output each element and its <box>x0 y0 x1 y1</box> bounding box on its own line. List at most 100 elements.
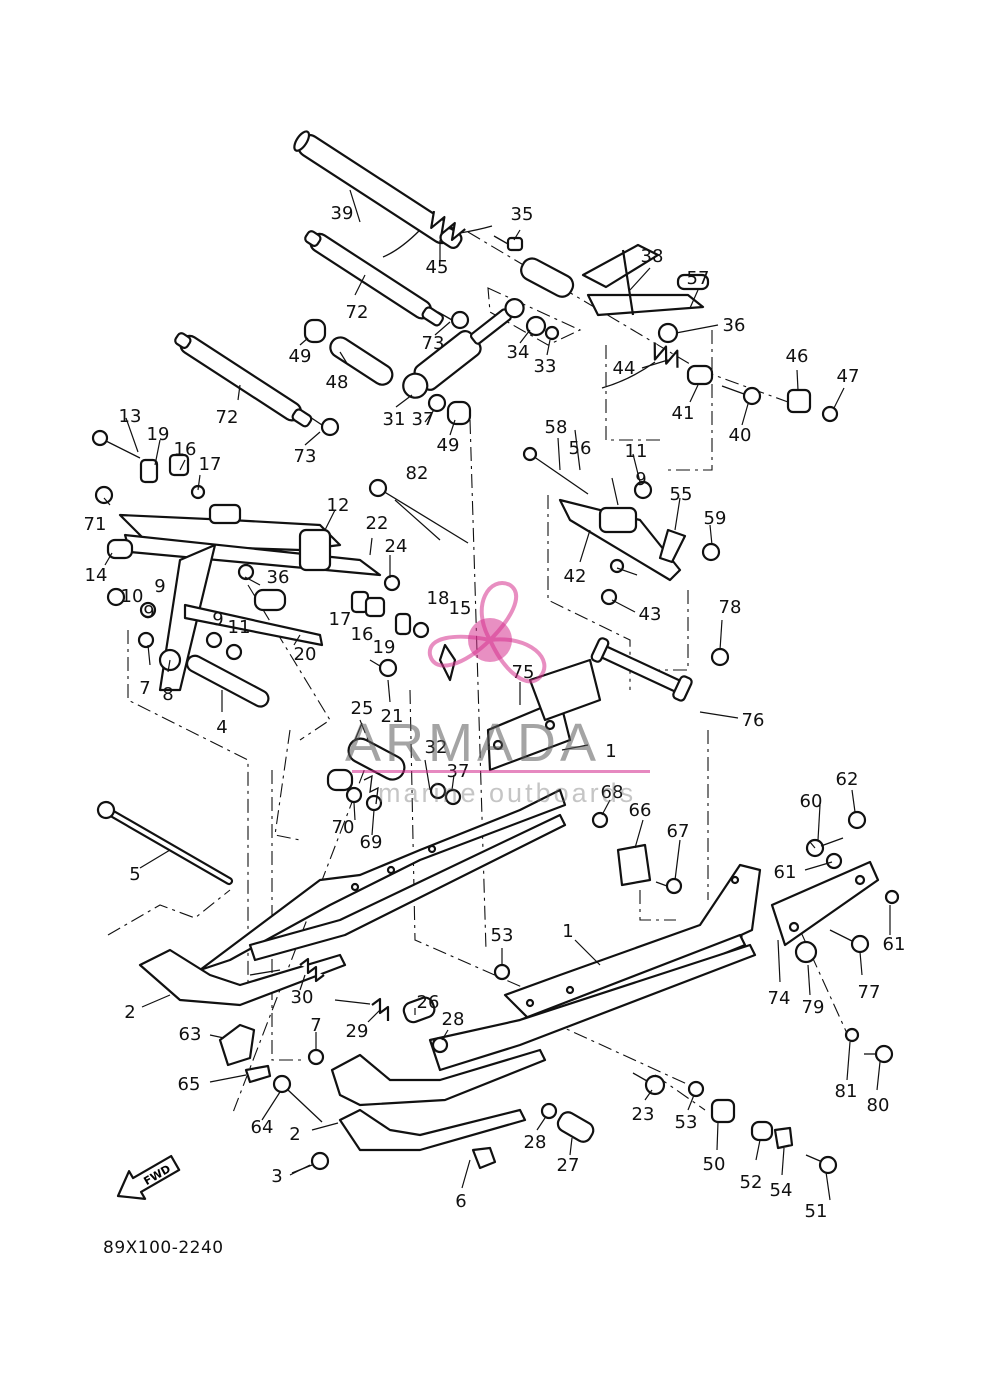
callout-79: 79 <box>802 997 825 1018</box>
callout-12: 12 <box>327 495 350 516</box>
callout-54: 54 <box>770 1180 793 1201</box>
callout-9: 9 <box>212 609 223 630</box>
callout-20: 20 <box>294 644 317 665</box>
callout-67: 67 <box>667 821 690 842</box>
callout-5: 5 <box>129 864 140 885</box>
callout-8: 8 <box>162 684 173 705</box>
callout-70: 70 <box>332 817 355 838</box>
callout-36: 36 <box>267 567 290 588</box>
callout-45: 45 <box>426 257 449 278</box>
callout-2: 2 <box>289 1124 300 1145</box>
callout-17: 17 <box>199 454 222 475</box>
callout-59: 59 <box>704 508 727 529</box>
callout-60: 60 <box>800 791 823 812</box>
callout-1: 1 <box>605 741 616 762</box>
callout-66: 66 <box>629 800 652 821</box>
rear-arm-assembly <box>493 235 839 423</box>
callout-72: 72 <box>346 302 369 323</box>
callout-58: 58 <box>545 417 568 438</box>
callout-40: 40 <box>729 425 752 446</box>
callout-62: 62 <box>836 769 859 790</box>
callout-9: 9 <box>635 469 646 490</box>
callout-43: 43 <box>639 604 662 625</box>
callout-14: 14 <box>85 565 108 586</box>
callout-73: 73 <box>422 333 445 354</box>
callout-25: 25 <box>351 698 374 719</box>
watermark-tagline: marine outboards <box>378 778 637 808</box>
callout-7: 7 <box>310 1015 321 1036</box>
callout-19: 19 <box>147 424 170 445</box>
callout-27: 27 <box>557 1155 580 1176</box>
rear-bracket <box>770 810 900 1064</box>
armada-propeller-logo-icon <box>427 581 547 684</box>
callout-9: 9 <box>143 602 154 623</box>
watermark-brand-name: ARMADA <box>345 713 601 773</box>
callout-24: 24 <box>385 536 408 557</box>
callout-26: 26 <box>417 992 440 1013</box>
callout-38: 38 <box>641 246 664 267</box>
callout-1: 1 <box>562 921 573 942</box>
callout-74: 74 <box>768 988 791 1009</box>
callout-65: 65 <box>178 1074 201 1095</box>
callout-78: 78 <box>719 597 742 618</box>
callout-16: 16 <box>174 439 197 460</box>
callout-55: 55 <box>670 484 693 505</box>
callout-21: 21 <box>381 706 404 727</box>
callout-30: 30 <box>291 987 314 1008</box>
callout-34: 34 <box>507 342 530 363</box>
callout-11: 11 <box>228 617 251 638</box>
callout-53: 53 <box>491 925 514 946</box>
callout-49: 49 <box>437 435 460 456</box>
callout-7: 7 <box>139 678 150 699</box>
callout-57: 57 <box>687 268 710 289</box>
callout-50: 50 <box>703 1154 726 1175</box>
callout-11: 11 <box>625 441 648 462</box>
callout-32: 32 <box>425 737 448 758</box>
callout-6: 6 <box>455 1191 466 1212</box>
watermark-underline <box>352 770 650 773</box>
callout-28: 28 <box>524 1132 547 1153</box>
callout-13: 13 <box>119 406 142 427</box>
callout-9: 9 <box>154 576 165 597</box>
callout-23: 23 <box>632 1104 655 1125</box>
callout-4: 4 <box>216 717 227 738</box>
callout-80: 80 <box>867 1095 890 1116</box>
callout-19: 19 <box>373 637 396 658</box>
callout-15: 15 <box>449 598 472 619</box>
callout-28: 28 <box>442 1009 465 1030</box>
callout-71: 71 <box>84 514 107 535</box>
callout-22: 22 <box>366 513 389 534</box>
upper-shafts <box>174 130 560 437</box>
callout-51: 51 <box>805 1201 828 1222</box>
callout-82: 82 <box>406 463 429 484</box>
callout-48: 48 <box>326 372 349 393</box>
callout-46: 46 <box>786 346 809 367</box>
callout-72: 72 <box>216 407 239 428</box>
callout-63: 63 <box>179 1024 202 1045</box>
fwd-arrow-icon: FWD <box>116 1154 181 1200</box>
callout-69: 69 <box>360 832 383 853</box>
callout-33: 33 <box>534 356 557 377</box>
callout-73: 73 <box>294 446 317 467</box>
callout-16: 16 <box>351 624 374 645</box>
callout-47: 47 <box>837 366 860 387</box>
callout-53: 53 <box>675 1112 698 1133</box>
callout-77: 77 <box>858 982 881 1003</box>
callout-10: 10 <box>121 586 144 607</box>
callout-35: 35 <box>511 204 534 225</box>
callout-61: 61 <box>883 934 906 955</box>
callout-39: 39 <box>331 203 354 224</box>
callout-52: 52 <box>740 1172 763 1193</box>
callout-44: 44 <box>613 358 636 379</box>
callout-numbers: 1122345677899991011111213141516161717181… <box>84 203 906 1222</box>
callout-56: 56 <box>569 438 592 459</box>
callout-42: 42 <box>564 566 587 587</box>
callout-37: 37 <box>412 409 435 430</box>
callout-81: 81 <box>835 1081 858 1102</box>
callout-leaders <box>103 189 891 1201</box>
callout-49: 49 <box>289 346 312 367</box>
callout-17: 17 <box>329 609 352 630</box>
callout-64: 64 <box>251 1117 274 1138</box>
